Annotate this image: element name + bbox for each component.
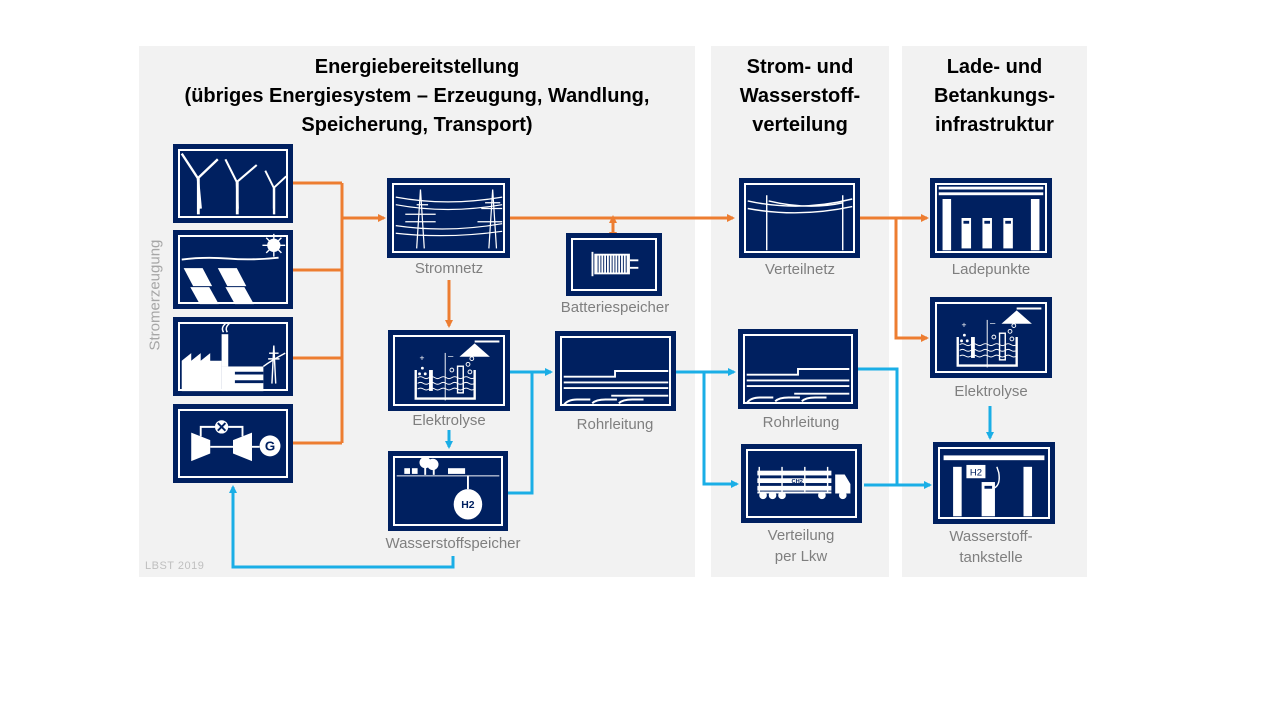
panel-title-energy-supply: Energiebereitstellung (übriges Energiesy… <box>184 56 650 136</box>
transmission-grid-icon <box>395 189 503 249</box>
gas-turbine-node[interactable]: G <box>173 404 293 483</box>
wind-turbines-node[interactable] <box>173 144 293 223</box>
svg-text:+: + <box>962 320 967 330</box>
generation-group-label: Stromerzeugung <box>146 239 164 351</box>
battery-icon <box>591 251 639 277</box>
lkw-label: Verteilung per Lkw <box>767 527 835 565</box>
charging-points-icon <box>938 186 1044 251</box>
svg-text:–: – <box>990 318 996 329</box>
underground-h2-storage-icon: H2 <box>396 456 500 520</box>
electrolysis-icon: +– <box>956 307 1042 368</box>
verteilnetz-label: Verteilnetz <box>764 261 836 278</box>
wasserstoffspeicher-label: Wasserstoffspeicher <box>385 535 521 552</box>
elektrolyse-label: Elektrolyse <box>412 412 486 429</box>
power-plant-icon <box>181 323 286 392</box>
footer-credit: LBST 2019 <box>145 560 205 572</box>
wind-turbines-icon <box>180 152 287 215</box>
ladepunkte-node[interactable] <box>930 178 1052 258</box>
pipeline-icon <box>745 368 850 404</box>
tankstelle-node[interactable]: H2 <box>933 442 1055 524</box>
panel-title-distribution: Strom- und Wasserstoff- verteilung <box>739 56 861 136</box>
elektrolyse-station-label: Elektrolyse <box>954 383 1028 400</box>
rohrleitung-label: Rohrleitung <box>576 416 654 433</box>
svg-text:CH2: CH2 <box>792 479 803 485</box>
stromnetz-label: Stromnetz <box>414 260 484 277</box>
lkw-node[interactable]: CH2 <box>741 444 862 523</box>
svg-text:–: – <box>448 351 454 362</box>
h2-truck-icon: CH2 <box>757 466 851 500</box>
ladepunkte-label: Ladepunkte <box>951 261 1031 278</box>
svg-text:H2: H2 <box>970 467 982 478</box>
pipeline-icon <box>562 370 669 406</box>
panel-title-infrastructure: Lade- und Betankungs- infrastruktur <box>933 56 1056 136</box>
rohrleitung-distribution-label: Rohrleitung <box>762 414 840 431</box>
elektrolyse-station-node[interactable]: +– <box>930 297 1052 378</box>
stromnetz-node[interactable] <box>387 178 510 258</box>
rohrleitung-node[interactable] <box>555 331 676 411</box>
svg-text:H2: H2 <box>461 500 475 511</box>
batteriespeicher-node[interactable] <box>566 233 662 296</box>
elektrolyse-node[interactable]: +– <box>388 330 510 411</box>
solar-node[interactable] <box>173 230 293 309</box>
tankstelle-label: Wasserstoff- tankstelle <box>949 528 1033 566</box>
svg-text:+: + <box>420 353 425 363</box>
verteilnetz-node[interactable] <box>739 178 860 258</box>
svg-text:G: G <box>265 439 275 454</box>
electrolysis-icon: +– <box>414 340 500 401</box>
wasserstoffspeicher-node[interactable]: H2 <box>388 451 508 531</box>
distribution-grid-icon <box>747 195 853 251</box>
solar-panels-icon <box>181 233 286 305</box>
batteriespeicher-label: Batteriespeicher <box>560 299 670 316</box>
h2-fuel-station-icon: H2 <box>943 455 1045 517</box>
power-plant-node[interactable] <box>173 317 293 396</box>
gas-turbine-generator-icon: G <box>191 420 281 462</box>
rohrleitung-distribution-node[interactable] <box>738 329 858 409</box>
